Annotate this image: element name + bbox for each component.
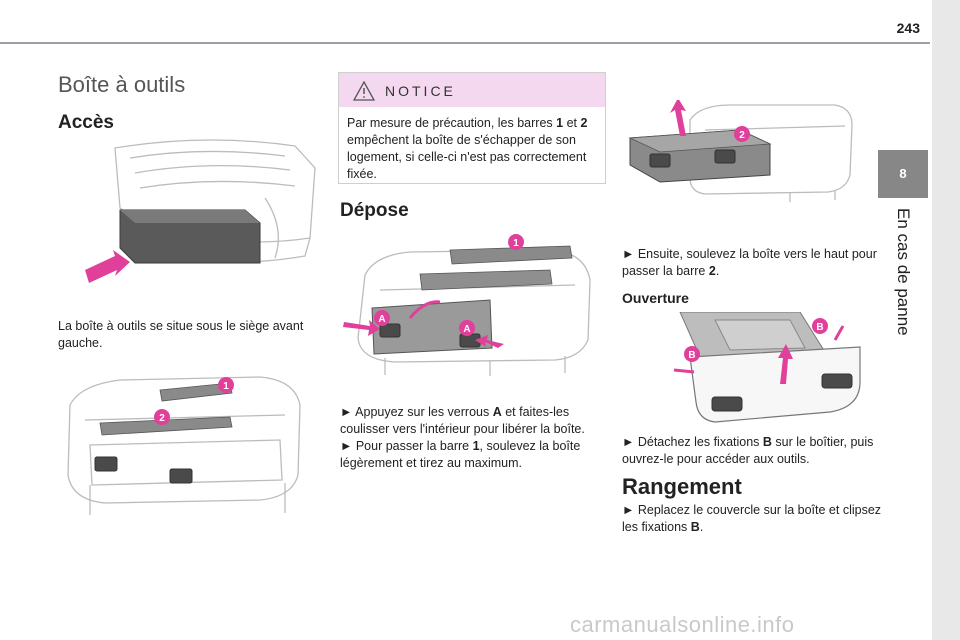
page-number: 243	[896, 20, 920, 36]
badge-b-left-label: B	[688, 350, 695, 361]
badge-1-label: 1	[223, 381, 229, 392]
depose-step3: ► Ensuite, soulevez la boîte vers le hau…	[622, 247, 877, 278]
badge-b-right-label: B	[816, 322, 823, 333]
toolbox-bars-illustration: 1 2	[67, 376, 301, 515]
chapter-number-badge[interactable]: 8	[878, 150, 928, 198]
badge-1-depose-label: 1	[513, 238, 519, 249]
depose-heading: Dépose	[340, 200, 409, 221]
open-box-illustration: B B	[673, 312, 861, 423]
chapter-title: En cas de panne	[878, 200, 928, 380]
notice-header: NOTICE	[339, 73, 605, 107]
unlock-latches-illustration: 1 A A	[343, 234, 591, 376]
side-tab-strip	[932, 0, 960, 640]
lift-box-illustration: 2	[628, 100, 853, 202]
notice-box: NOTICE Par mesure de précaution, les bar…	[338, 72, 606, 184]
ouverture-heading: Ouverture	[622, 290, 689, 306]
ouverture-step: ► Détachez les fixations B sur le boîtie…	[622, 435, 874, 466]
acces-heading: Accès	[58, 112, 114, 133]
badge-2-label: 2	[159, 413, 165, 424]
depose-step1: ► Appuyez sur les verrous A et faites-le…	[340, 405, 585, 436]
depose-step2: ► Pour passer la barre 1, soulevez la bo…	[340, 439, 581, 470]
notice-text: Par mesure de précaution, les barres 1 e…	[347, 116, 588, 181]
badge-a-right-label: A	[463, 324, 470, 335]
badge-a-left-label: A	[378, 314, 385, 325]
footer-watermark[interactable]: carmanualsonline.info	[570, 612, 795, 637]
warning-triangle-icon	[353, 81, 375, 101]
acces-text: La boîte à outils se situe sous le siège…	[58, 319, 304, 350]
section-title: Boîte à outils	[58, 72, 186, 97]
badge-2-lift-label: 2	[739, 130, 745, 141]
chapter-title-text: En cas de panne	[894, 208, 913, 336]
header-divider	[0, 42, 930, 44]
rangement-heading: Rangement	[622, 474, 742, 499]
notice-title: NOTICE	[385, 83, 456, 99]
rangement-step: ► Replacez le couvercle sur la boîte et …	[622, 503, 882, 534]
seat-toolbox-illustration	[85, 139, 316, 283]
